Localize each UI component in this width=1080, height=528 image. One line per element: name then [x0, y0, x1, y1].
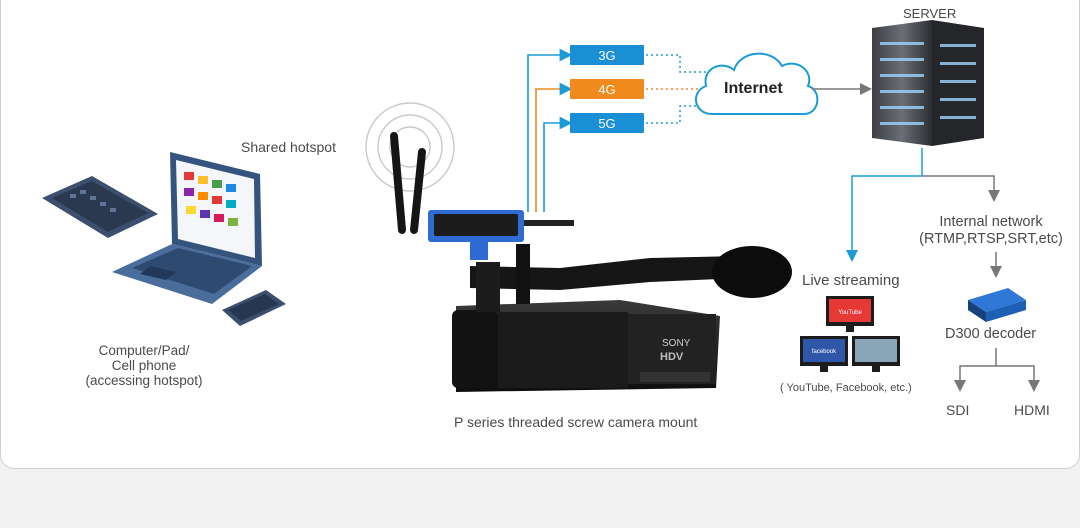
client-label-line3: (accessing hotspot) — [85, 373, 203, 388]
camera-mount-label: P series threaded screw camera mount — [454, 414, 698, 430]
server-label: SERVER — [903, 6, 957, 21]
youtube-logo-text: YouTube — [838, 310, 862, 316]
sdi-output-label: SDI — [946, 402, 970, 418]
video-monitor-icon — [852, 336, 900, 372]
laptop-icon — [112, 152, 262, 304]
hdmi-output-label: HDMI — [1014, 402, 1050, 418]
decoder-label: D300 decoder — [945, 326, 1037, 342]
streaming-platforms-label: ( YouTube, Facebook, etc.) — [780, 382, 912, 394]
camcorder-icon: SONY HDV — [452, 244, 792, 392]
camera-model-text: HDV — [660, 351, 684, 363]
server-rack-icon — [872, 20, 984, 146]
facebook-logo-text: facebook — [812, 349, 837, 355]
net-3g-box: 3G — [570, 45, 644, 65]
client-devices-label: Computer/Pad/ Cell phone (accessing hots… — [80, 343, 208, 388]
phone-icon — [222, 290, 286, 326]
client-label-line2: Cell phone — [111, 358, 177, 373]
net-5g-label: 5G — [598, 115, 616, 131]
net-4g-box: 4G — [570, 79, 644, 99]
client-label-line1: Computer/Pad/ — [98, 343, 190, 358]
net-5g-box: 5G — [570, 113, 644, 133]
facebook-monitor-icon: facebook — [800, 336, 848, 372]
youtube-monitor-icon: YouTube — [826, 296, 874, 332]
encoder-unit — [428, 210, 574, 260]
hotspot-antenna-icon — [365, 102, 455, 234]
net-4g-label: 4G — [598, 81, 616, 97]
shared-hotspot-label: Shared hotspot — [241, 139, 336, 155]
decoder-box-icon — [968, 288, 1026, 322]
internet-label: Internet — [724, 80, 783, 97]
net-3g-label: 3G — [598, 47, 616, 63]
internal-network-line1: Internal network — [939, 214, 1043, 230]
internal-network-line2: (RTMP,RTSP,SRT,etc) — [919, 231, 1063, 247]
camera-brand-text: SONY — [662, 338, 691, 349]
live-streaming-label: Live streaming — [802, 272, 900, 289]
modem-connectors — [527, 48, 573, 212]
server-outputs — [846, 148, 1040, 392]
internal-network-label: Internal network (RTMP,RTSP,SRT,etc) — [906, 214, 1076, 248]
tablet-icon — [42, 176, 158, 238]
cloud-links — [646, 54, 712, 124]
